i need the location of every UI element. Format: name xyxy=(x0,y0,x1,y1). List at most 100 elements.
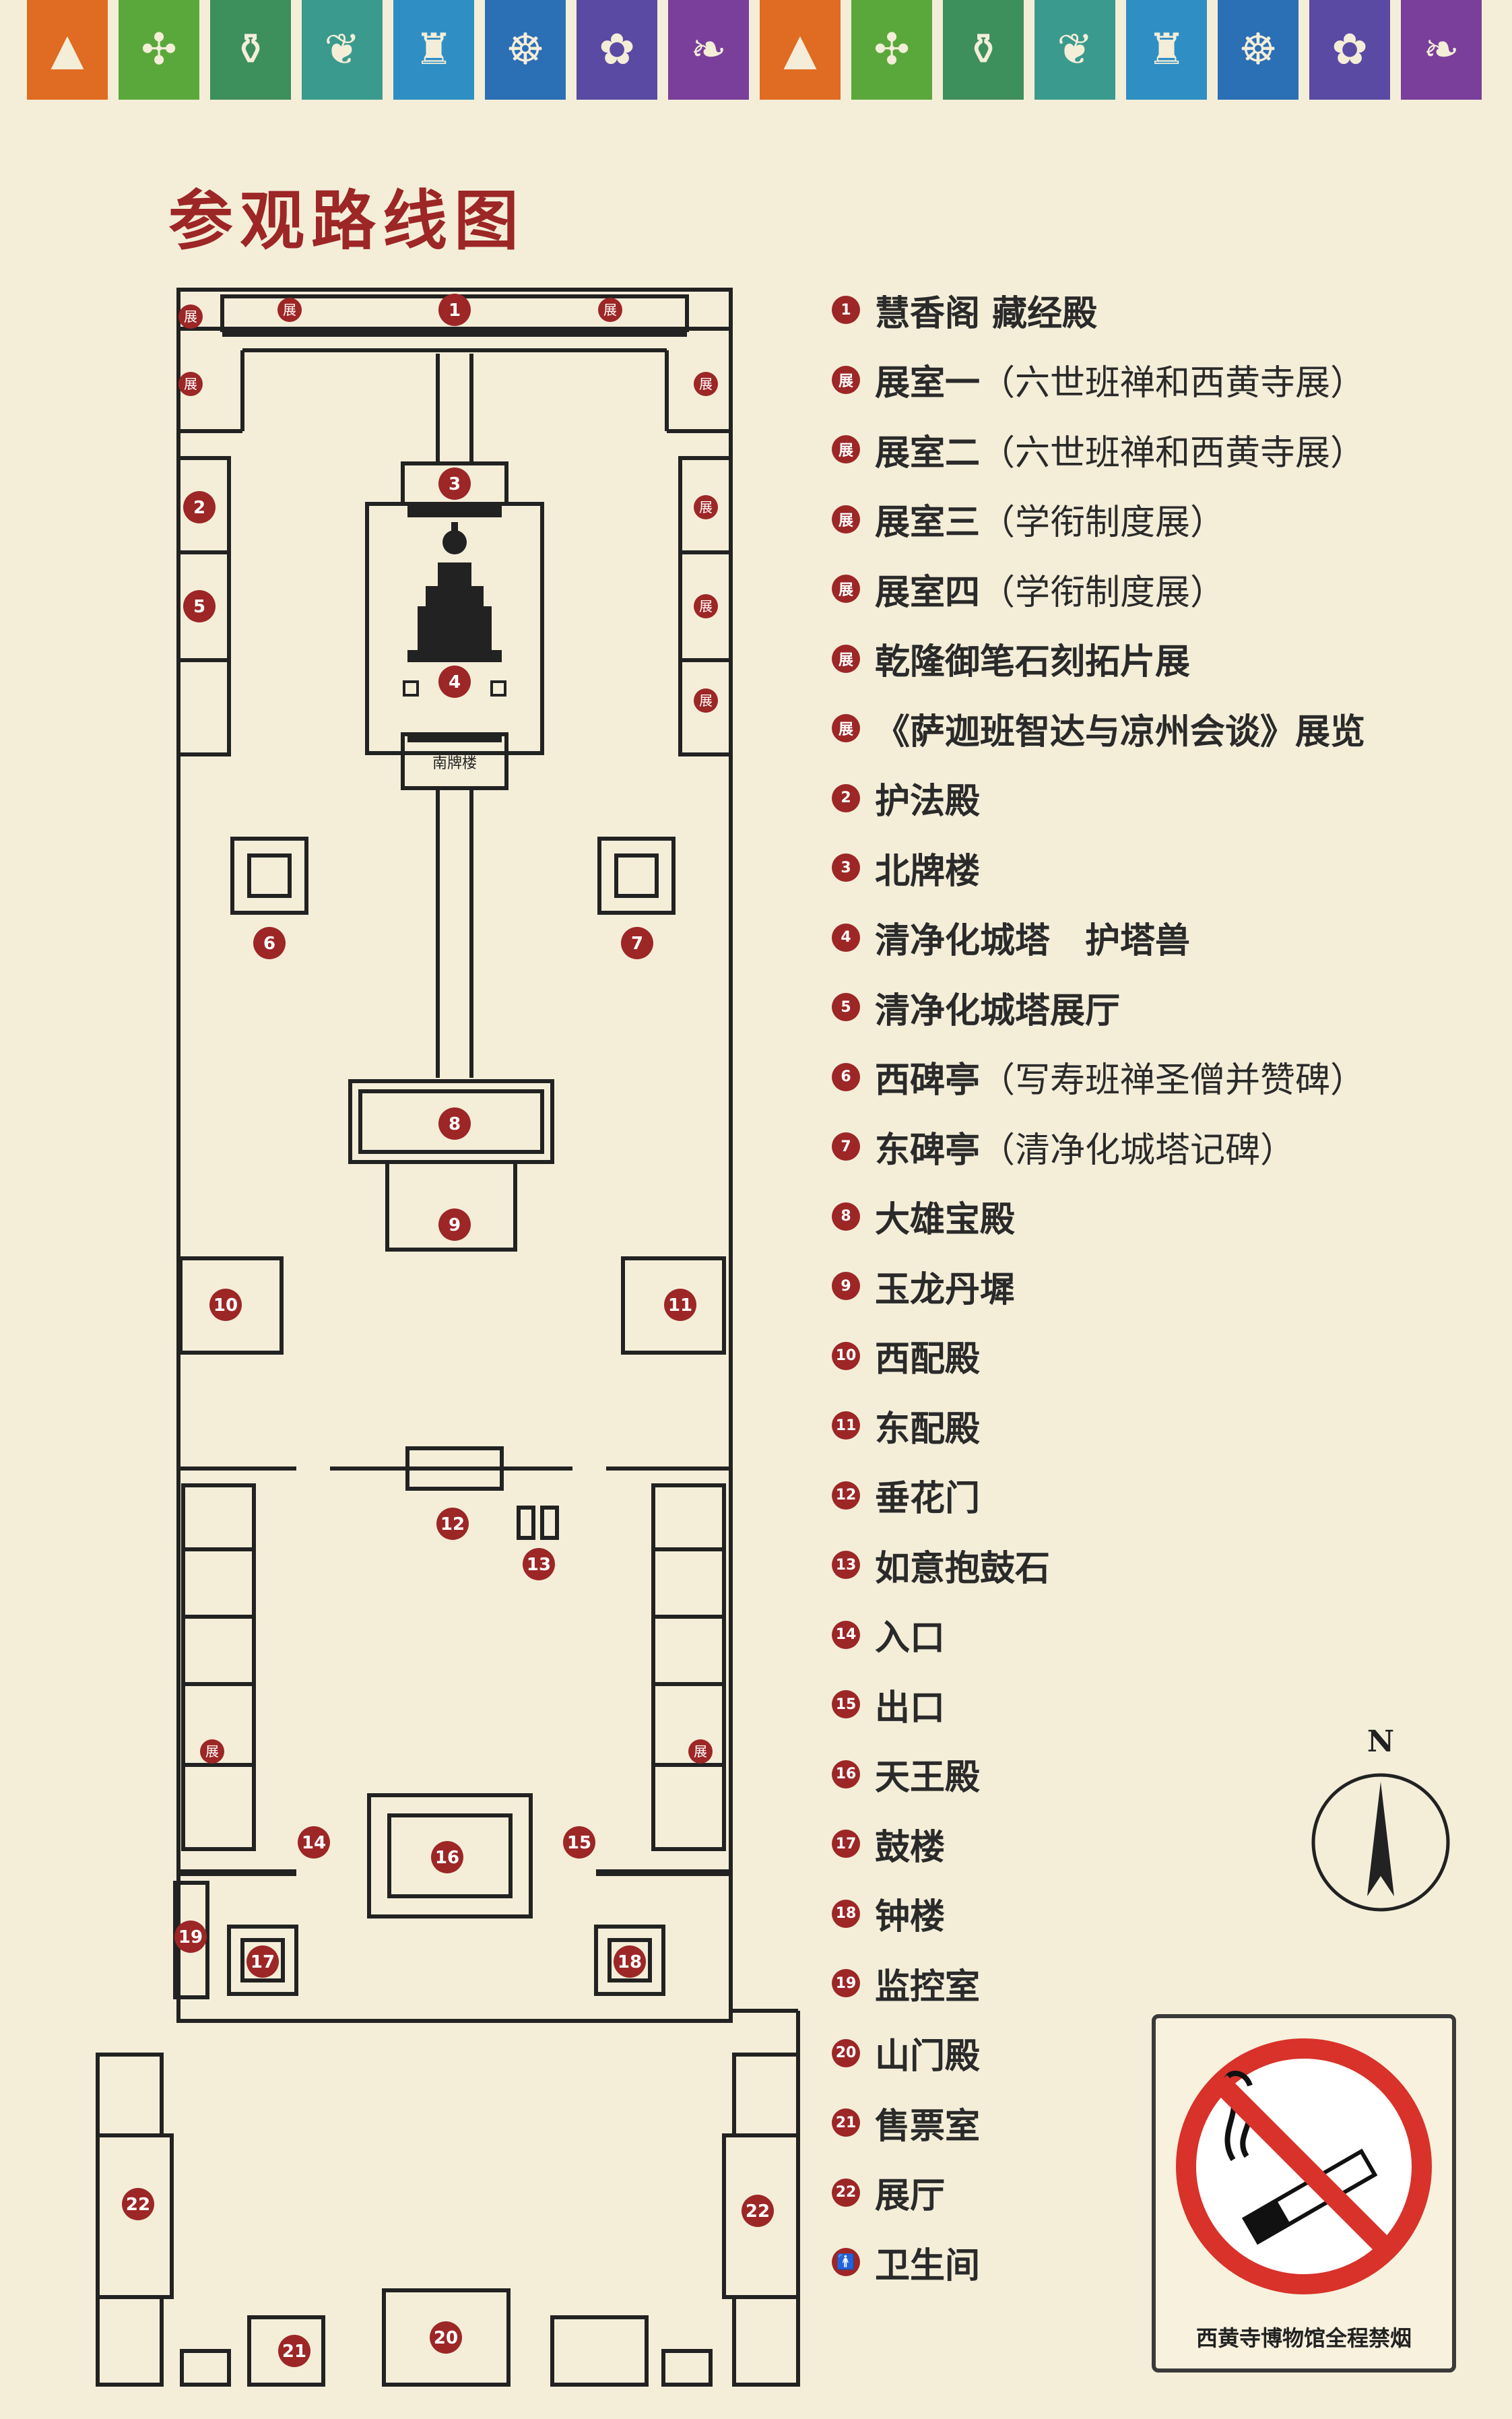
map-marker-label: 14 xyxy=(302,1833,326,1853)
svg-text:☸: ☸ xyxy=(506,25,544,75)
legend-number-badge: 19 xyxy=(832,1969,860,1997)
legend-label: 展室四（学衔制度展） xyxy=(875,564,1225,614)
legend-number-badge: 展 xyxy=(832,435,860,463)
legend-item: 展展室一（六世班禅和西黄寺展） xyxy=(832,353,1365,407)
prayer-flag: ⚱ xyxy=(943,0,1024,100)
legend-number-badge: 展 xyxy=(832,644,860,673)
legend-number-badge: 12 xyxy=(832,1481,860,1510)
prayer-flag-band: ▲✣⚱❦♜☸✿❧▲✣⚱❦♜☸✿❧ xyxy=(27,0,1495,108)
map-marker-label: 3 xyxy=(449,474,461,494)
legend-description: （写寿班禅圣僧并赞碑） xyxy=(980,1060,1366,1101)
mountain-gate-hall-20 xyxy=(382,2288,511,2387)
prayer-flag: ☸ xyxy=(485,0,566,100)
legend-name: 卫生间 xyxy=(875,2245,981,2286)
map-marker-label: 1 xyxy=(449,300,461,321)
map-marker-5 xyxy=(183,590,216,622)
exhibit-marker-label: 展 xyxy=(699,692,713,709)
legend-number-badge: 20 xyxy=(832,2038,860,2067)
legend-item: 展乾隆御笔石刻拓片展 xyxy=(832,632,1190,686)
legend-label: 垂花门 xyxy=(875,1470,980,1520)
svg-text:▲: ▲ xyxy=(783,25,817,75)
east-stele-pavilion-7 xyxy=(597,837,676,915)
legend-number-badge: 3 xyxy=(832,853,860,882)
legend-item: 展展室四（学衔制度展） xyxy=(832,562,1225,616)
legend-number-badge: 11 xyxy=(832,1411,860,1440)
legend-name: 清净化城塔 护塔兽 xyxy=(875,921,1191,961)
svg-text:☸: ☸ xyxy=(1239,25,1277,75)
legend-name: 展厅 xyxy=(875,2176,946,2216)
map-marker-11 xyxy=(664,1289,696,1321)
dharma-wheel-icon: ☸ xyxy=(485,0,566,100)
no-smoking-caption: 西黄寺博物馆全程禁烟 xyxy=(1195,2325,1412,2351)
map-marker-9 xyxy=(438,1208,471,1241)
legend-label: 天王殿 xyxy=(875,1749,980,1799)
exhibit-marker-label: 展 xyxy=(283,302,296,318)
exhibit-marker-icon xyxy=(178,372,203,396)
ticket-office-21 xyxy=(247,2315,325,2387)
compass-needle-icon xyxy=(1367,1782,1394,1896)
legend-label: 卫生间 xyxy=(875,2237,980,2288)
no-smoking-sign: 西黄寺博物馆全程禁烟 xyxy=(1152,2014,1456,2373)
compass-north-label: N xyxy=(1367,1724,1395,1759)
legend-label: 西配殿 xyxy=(875,1330,980,1381)
prayer-flag: ♜ xyxy=(393,0,474,100)
map-marker-22 xyxy=(742,2195,774,2227)
svg-text:❧: ❧ xyxy=(690,25,727,75)
drum-tower-17 xyxy=(227,1925,298,1996)
legend-name: 东配殿 xyxy=(875,1409,981,1450)
exhibit-marker-label: 展 xyxy=(603,302,617,318)
legend-label: 出口 xyxy=(875,1679,945,1730)
exhibit-marker-label: 展 xyxy=(205,1743,219,1760)
legend-label: 如意抱鼓石 xyxy=(875,1540,1050,1590)
map-marker-label: 18 xyxy=(618,1952,642,1972)
hanging-flower-gate-12 xyxy=(405,1446,504,1491)
legend-name: 售票室 xyxy=(875,2106,981,2147)
stupa-icon: ▲ xyxy=(760,0,841,100)
legend-name: 展室三 xyxy=(875,503,981,543)
north-enclosure xyxy=(176,288,733,2023)
west-stele-pavilion-6-inner xyxy=(247,853,292,898)
map-marker-label: 20 xyxy=(434,2328,458,2348)
legend-number-badge: 6 xyxy=(832,1062,860,1091)
lotus-icon: ✿ xyxy=(577,0,657,100)
legend-label: 钟楼 xyxy=(875,1888,945,1939)
legend-number-badge: 2 xyxy=(832,783,860,812)
map-marker-18 xyxy=(614,1945,646,1978)
exhibit-marker-label: 展 xyxy=(184,376,197,392)
legend-name: 垂花门 xyxy=(875,1479,981,1519)
legend-number-badge: 展 xyxy=(832,575,860,603)
map-marker-label: 10 xyxy=(213,1295,238,1316)
treasure-vase-icon: ⚱ xyxy=(943,0,1024,100)
legend-number-badge: 16 xyxy=(832,1760,860,1788)
exhibit-marker-icon xyxy=(694,372,718,396)
legend-name: 西碑亭 xyxy=(875,1060,981,1101)
prayer-flag: ✣ xyxy=(119,0,199,100)
compass: N xyxy=(1303,1724,1458,1927)
legend-number-badge: 14 xyxy=(832,1620,860,1649)
svg-text:✿: ✿ xyxy=(599,25,635,75)
legend-number-badge: 21 xyxy=(832,2108,860,2137)
map-marker-13 xyxy=(523,1548,555,1580)
legend-number-badge: 9 xyxy=(832,1272,860,1300)
map-marker-label: 15 xyxy=(567,1833,591,1853)
legend-number-badge: 10 xyxy=(832,1341,860,1370)
svg-text:❦: ❦ xyxy=(324,25,360,75)
lotus-icon: ✿ xyxy=(1309,0,1390,100)
exhibit-marker-icon xyxy=(694,495,718,519)
legend-description: （学衔制度展） xyxy=(980,503,1226,543)
map-marker-17 xyxy=(246,1945,279,1978)
legend-name: 展室二 xyxy=(875,432,981,474)
legend-name: 展室四 xyxy=(875,572,981,613)
treasure-vase-icon: ⚱ xyxy=(210,0,291,100)
legend-item: 11 东配殿 xyxy=(832,1398,980,1452)
legend-number-badge: 展 xyxy=(832,714,860,742)
dragon-terrace-9 xyxy=(385,1160,517,1252)
legend-number-badge: 15 xyxy=(832,1690,860,1718)
west-stele-pavilion-6 xyxy=(230,837,308,915)
prayer-flag: ✿ xyxy=(577,0,657,100)
exhibit-marker-icon xyxy=(277,298,302,322)
